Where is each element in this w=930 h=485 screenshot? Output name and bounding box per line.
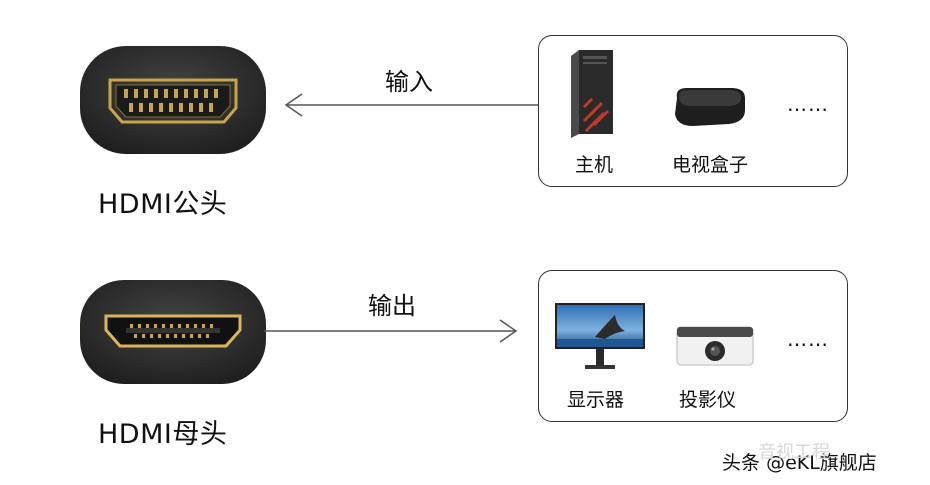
- watermark-prefix: 头条: [722, 452, 761, 474]
- input-arrow: [284, 93, 540, 117]
- watermark: 头条 音视工程 @eKL旗舰店: [722, 442, 877, 475]
- input-arrow-label: 输入: [385, 68, 433, 96]
- output-devices-box: …… 显示器 投影仪: [538, 270, 848, 422]
- device-label-pc: 主机: [575, 154, 614, 176]
- device-label-tv-box: 电视盒子: [672, 154, 749, 176]
- projector-icon: [676, 326, 754, 366]
- hdmi-female-label: HDMI母头: [98, 419, 228, 450]
- output-arrow-label: 输出: [368, 292, 416, 320]
- pc-tower-icon: [571, 50, 613, 138]
- output-arrow: [264, 319, 518, 343]
- watermark-overlay: 音视工程: [758, 442, 830, 463]
- watermark-text: @eKL旗舰店: [766, 452, 877, 474]
- input-more-dots: ……: [787, 92, 829, 116]
- device-label-monitor: 显示器: [567, 389, 625, 411]
- hdmi-male-label: HDMI公头: [98, 189, 228, 220]
- input-devices-box: …… 主机 电视盒子: [538, 35, 848, 187]
- hdmi-female-connector-image: [80, 280, 266, 384]
- output-more-dots: ……: [787, 327, 829, 351]
- device-label-projector: 投影仪: [679, 389, 737, 411]
- hdmi-male-connector-image: [80, 46, 266, 154]
- monitor-icon: [555, 303, 645, 369]
- tv-box-icon: [675, 88, 745, 126]
